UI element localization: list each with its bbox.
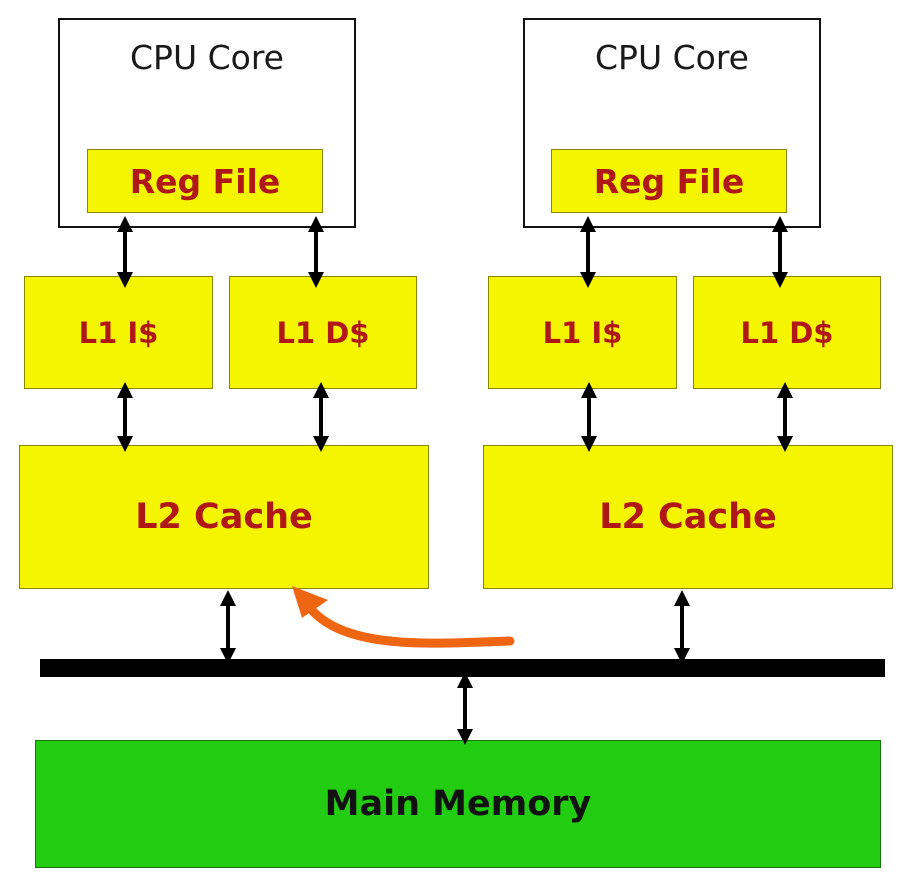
system-bus: [40, 659, 885, 677]
reg-file-label: Reg File: [593, 161, 745, 201]
main-memory: Main Memory: [35, 740, 881, 868]
l1-dcache-left: L1 D$: [229, 276, 417, 389]
l1-icache-right: L1 I$: [488, 276, 677, 389]
cpu-core-label: CPU Core: [130, 38, 284, 77]
transfer-arrowhead: [292, 586, 328, 618]
l2-cache-label: L2 Cache: [599, 497, 777, 537]
transfer-arrow: [305, 603, 515, 648]
main-memory-label: Main Memory: [324, 784, 592, 824]
l1-icache-label: L1 I$: [78, 315, 159, 350]
l1-dcache-label: L1 D$: [276, 315, 370, 350]
l2-cache-left: L2 Cache: [19, 445, 429, 589]
l1-icache-left: L1 I$: [24, 276, 213, 389]
reg-file-left: Reg File: [87, 149, 323, 213]
l1-icache-label: L1 I$: [542, 315, 623, 350]
l1-dcache-label: L1 D$: [740, 315, 834, 350]
cpu-core-label: CPU Core: [595, 38, 749, 77]
l2-cache-label: L2 Cache: [135, 497, 313, 537]
reg-file-right: Reg File: [551, 149, 787, 213]
l2-cache-right: L2 Cache: [483, 445, 893, 589]
reg-file-label: Reg File: [129, 161, 281, 201]
l1-dcache-right: L1 D$: [693, 276, 881, 389]
